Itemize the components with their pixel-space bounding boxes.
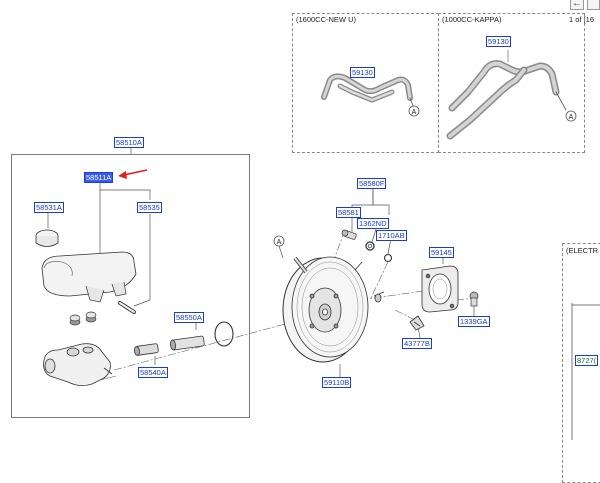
hose-1600cc-drawing [321,73,414,107]
part-label-1339ga[interactable]: 1339GA [458,316,490,327]
side-panel-inner-line [571,303,600,306]
selection-pointer-arrow [118,169,148,179]
part-label-1362nd[interactable]: 1362ND [357,218,389,229]
clip-drawing [409,315,425,331]
part-label-59110b[interactable]: 59110B [322,377,352,388]
brake-booster-drawing [282,256,385,363]
hose-1000cc-drawing [446,49,567,140]
leader-lines-booster [278,188,475,377]
marker-a-1600cc: A [412,109,417,116]
seal-58540a-drawing [134,343,159,356]
o-ring-drawing [214,321,234,347]
reservoir-cap-drawing [35,229,59,247]
variant-caption-1600cc: (1600CC-NEW U) [296,15,357,24]
part-label-1710ab[interactable]: 1710AB [376,230,407,241]
marker-circle-1600cc [408,105,420,117]
back-button[interactable]: ← [570,0,584,10]
variant-panel-1000cc [438,13,585,153]
part-label-43777b[interactable]: 43777B [402,338,432,349]
part-label-58540a[interactable]: 58540A [138,367,168,378]
part-label-58581[interactable]: 58581 [336,207,361,218]
fluid-reservoir-drawing [41,251,137,303]
part-label-8727[interactable]: 8727( [575,355,599,366]
fasteners-drawing [341,229,393,263]
marker-circle-1000cc [565,110,577,122]
part-label-58531a[interactable]: 58531A [34,202,64,213]
variant-caption-1000cc: (1000CC-KAPPA) [442,15,502,24]
marker-a-1000cc: A [569,114,574,121]
side-panel-caption: (ELECTR [566,246,599,255]
part-label-58511a[interactable]: 58511A [84,172,114,183]
arrow-left-icon: ← [572,0,582,9]
marker-circle-main [273,235,285,247]
marker-a-main: A [277,239,282,246]
page-indicator: 1 of [16 [569,15,595,24]
part-label-58535[interactable]: 58535 [137,202,162,213]
bolt-drawing [469,291,479,307]
grommets-drawing [69,311,97,326]
part-label-58510a[interactable]: 58510A [114,137,144,148]
master-cylinder-drawing [43,343,117,386]
part-label-59130-1600cc[interactable]: 59130 [350,67,375,78]
part-label-59145[interactable]: 59145 [429,247,454,258]
part-label-58580f[interactable]: 58580F [357,178,387,189]
pin-drawing [118,301,136,314]
part-label-58550a[interactable]: 58550A [174,312,204,323]
gasket-drawing [421,265,459,313]
part-label-59130-1000cc[interactable]: 59130 [486,36,511,47]
master-cylinder-group-frame [11,154,250,418]
pushrod-drawing [170,335,205,351]
